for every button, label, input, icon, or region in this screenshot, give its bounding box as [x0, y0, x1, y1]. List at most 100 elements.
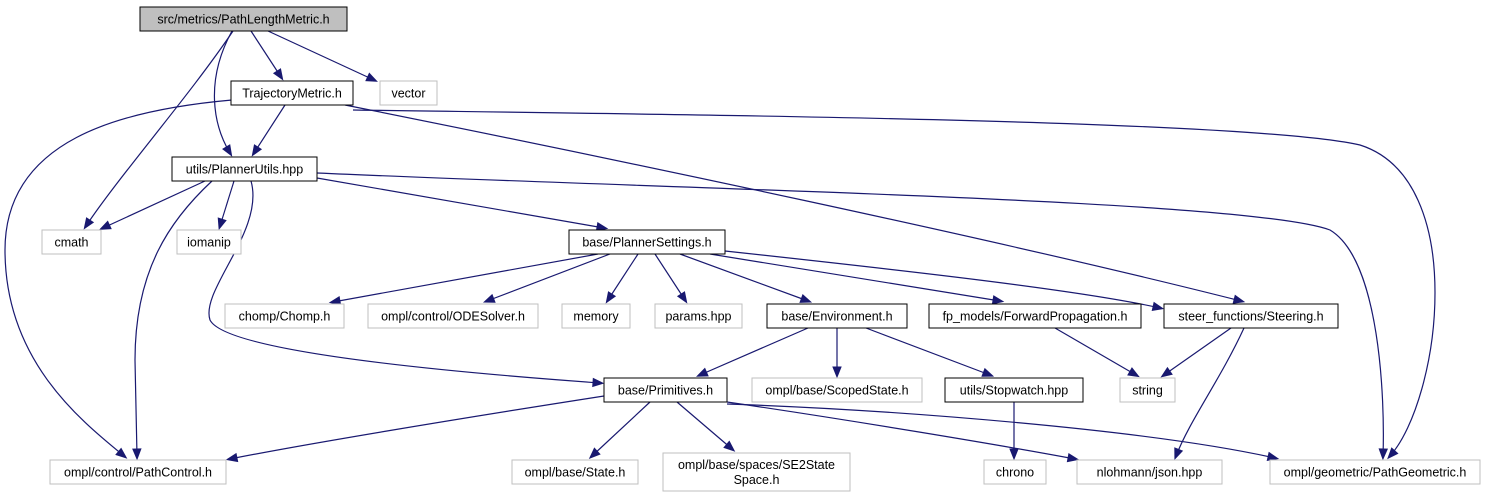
arrowhead — [799, 293, 813, 303]
edges-layer — [4, 30, 1436, 463]
arrowhead — [251, 144, 263, 157]
edge-line — [4, 99, 233, 457]
node-box — [944, 377, 1084, 403]
arrowhead — [696, 367, 709, 377]
node-box — [1163, 303, 1339, 329]
node-label: cmath — [54, 236, 88, 250]
node-label: utils/Stopwatch.hpp — [960, 384, 1068, 398]
node-root[interactable]: src/metrics/PathLengthMetric.h — [139, 6, 348, 32]
edge-plannerutils-to-pathgeometric — [316, 172, 1389, 461]
edge-line — [316, 177, 605, 229]
edge-line — [607, 253, 639, 301]
node-box — [1119, 377, 1176, 403]
edge-line — [267, 30, 375, 81]
node-box — [379, 80, 438, 106]
node-box — [511, 459, 639, 485]
edge-line — [253, 104, 286, 154]
node-box — [367, 303, 539, 329]
nodes-layer: src/metrics/PathLengthMetric.hTrajectory… — [41, 6, 1481, 492]
node-forwardprop[interactable]: fp_models/ForwardPropagation.h — [928, 303, 1142, 329]
node-plannerutils[interactable]: utils/PlannerUtils.hpp — [171, 156, 318, 182]
node-steering[interactable]: steer_functions/Steering.h — [1163, 303, 1339, 329]
node-cmath: cmath — [41, 229, 102, 255]
node-plannersettings[interactable]: base/PlannerSettings.h — [568, 229, 726, 255]
arrowhead — [225, 452, 239, 463]
node-label: vector — [391, 87, 425, 101]
edge-plannersettings-to-forwardprop — [709, 253, 1005, 305]
node-label: params.hpp — [665, 310, 731, 324]
node-trajectory[interactable]: TrajectoryMetric.h — [230, 80, 354, 106]
edge-line — [332, 253, 599, 303]
node-primitives[interactable]: base/Primitives.h — [603, 377, 728, 403]
edge-line — [676, 401, 733, 450]
edge-line — [591, 401, 651, 457]
edge-root-to-vector — [267, 30, 378, 82]
node-chomp: chomp/Chomp.h — [224, 303, 345, 329]
node-box — [766, 303, 908, 329]
node-box — [654, 303, 743, 329]
node-memory: memory — [561, 303, 631, 329]
arrowhead — [99, 220, 112, 230]
arrowhead — [676, 291, 688, 304]
arrowhead — [991, 295, 1005, 305]
edge-plannerutils-to-primitives — [208, 180, 605, 388]
edge-plannersettings-to-steering — [724, 250, 1165, 311]
node-json: nlohmann/json.hpp — [1076, 459, 1223, 485]
edge-trajectory-to-pathgeometric — [352, 109, 1436, 460]
edge-plannersettings-to-environment — [679, 253, 813, 303]
edge-primitives-to-se2 — [676, 401, 736, 452]
arrowhead — [1066, 452, 1080, 463]
edge-primitives-to-pathcontrol — [225, 395, 605, 463]
node-environment[interactable]: base/Environment.h — [766, 303, 908, 329]
edge-line — [219, 180, 235, 227]
node-box — [662, 452, 851, 492]
node-label: ompl/control/PathControl.h — [64, 466, 212, 480]
edge-line — [229, 395, 605, 460]
node-label: base/PlannerSettings.h — [582, 236, 711, 250]
edge-root-to-plannerutils — [213, 30, 233, 157]
arrowhead — [832, 366, 842, 379]
arrowhead — [365, 72, 378, 82]
node-box — [561, 303, 631, 329]
node-label: steer_functions/Steering.h — [1178, 310, 1323, 324]
node-label: TrajectoryMetric.h — [242, 87, 342, 101]
edge-line — [250, 30, 282, 78]
edge-line — [654, 253, 686, 301]
edge-plannerutils-to-iomanip — [217, 180, 235, 231]
edge-line — [352, 109, 1436, 457]
node-pathcontrol: ompl/control/PathControl.h — [49, 459, 227, 485]
node-label: ompl/control/ODESolver.h — [381, 310, 525, 324]
edge-plannersettings-to-odesolver — [482, 253, 611, 303]
node-label: utils/PlannerUtils.hpp — [186, 163, 303, 177]
edge-trajectory-to-pathcontrol — [4, 99, 233, 459]
node-label: chrono — [996, 466, 1034, 480]
edge-stopwatch-to-chrono — [1009, 402, 1019, 461]
edge-line — [679, 253, 809, 302]
arrowhead — [1174, 447, 1184, 461]
edge-environment-to-stopwatch — [865, 327, 995, 377]
node-label: base/Primitives.h — [618, 384, 713, 398]
node-box — [41, 229, 102, 255]
node-label: base/Environment.h — [781, 310, 892, 324]
node-box — [1269, 459, 1481, 485]
edge-line — [213, 30, 233, 154]
node-stopwatch[interactable]: utils/Stopwatch.hpp — [944, 377, 1084, 403]
edge-line — [709, 253, 1001, 302]
edge-trajectory-to-steering — [344, 104, 1246, 304]
edge-plannerutils-to-cmath — [99, 180, 206, 230]
node-pathgeometric: ompl/geometric/PathGeometric.h — [1269, 459, 1481, 485]
node-label: ompl/base/spaces/SE2State — [678, 458, 835, 472]
edge-line — [724, 250, 1161, 309]
node-params: params.hpp — [654, 303, 743, 329]
node-box — [176, 229, 242, 255]
edge-primitives-to-state — [588, 401, 651, 459]
edge-plannersettings-to-chomp — [328, 253, 599, 306]
edge-steering-to-string — [1160, 327, 1232, 378]
arrowhead — [217, 217, 227, 231]
edge-environment-to-scopedstate — [832, 328, 842, 379]
edge-line — [1163, 327, 1232, 376]
arrowhead — [1160, 366, 1173, 378]
node-string: string — [1119, 377, 1176, 403]
edge-root-to-trajectory — [250, 30, 284, 81]
